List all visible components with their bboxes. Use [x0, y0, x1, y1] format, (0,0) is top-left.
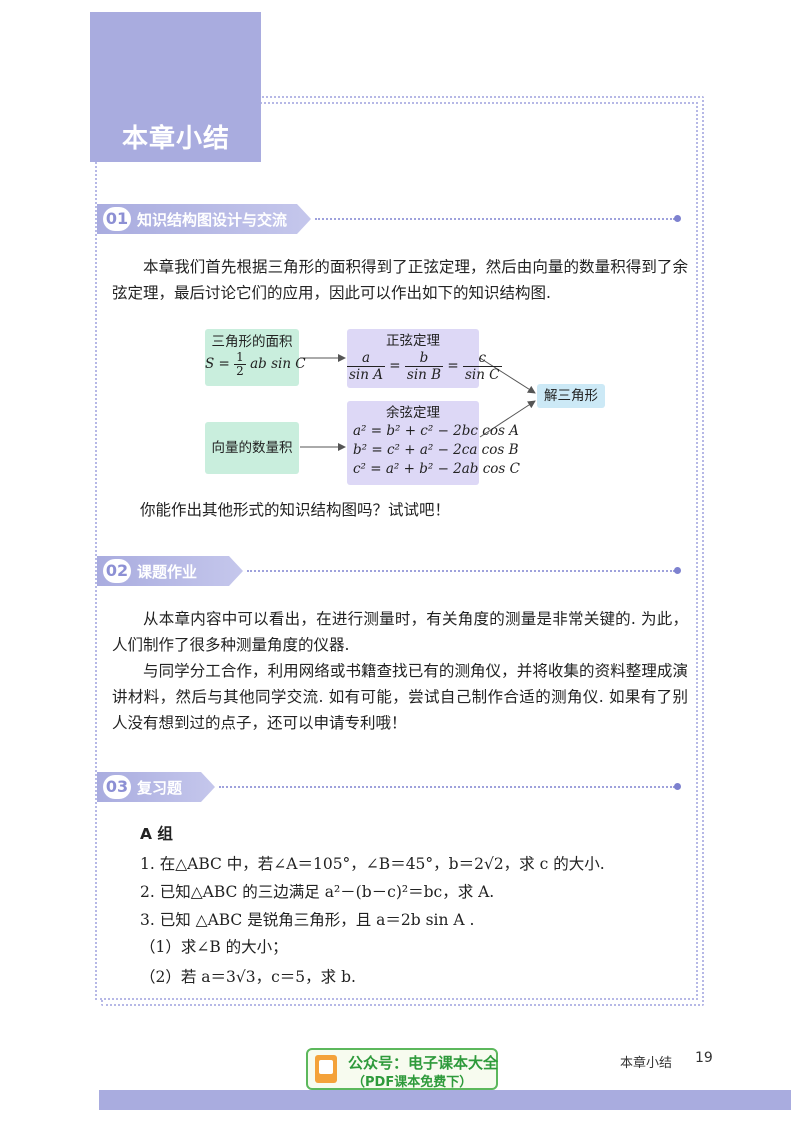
area-half-den: 2 [236, 364, 244, 378]
sine-frac-c: c sin C [462, 350, 502, 383]
vector-box: 向量的数量积 [205, 422, 299, 474]
section-03-number: 03 [103, 775, 131, 799]
review-item-1: 1. 在△ABC 中，若∠A＝105°，∠B＝45°，b＝2√2，求 c 的大小… [140, 855, 605, 873]
result-box: 解三角形 [537, 384, 605, 408]
sine-frac-a-den: sin A [349, 367, 383, 383]
section-01-end-dot [674, 215, 681, 222]
section-03-header: 03 复习题 [97, 772, 687, 802]
book-icon [315, 1055, 337, 1083]
section-03-title: 复习题 [137, 779, 183, 797]
section-03-dotted-line [219, 786, 675, 788]
area-formula-lhs: S = [205, 356, 230, 372]
review-item-2: 2. 已知△ABC 的三边满足 a²－(b－c)²＝bc，求 A. [140, 883, 495, 901]
section-01-title: 知识结构图设计与交流 [137, 211, 288, 229]
area-formula: S = 1 2 ab sin C [205, 351, 306, 378]
chapter-title: 本章小结 [122, 124, 231, 154]
cosine-formula-c: c² = a² + b² − 2ab cos C [353, 461, 520, 477]
section-02-header: 02 课题作业 [97, 556, 687, 586]
sine-frac-b-den: sin B [406, 367, 442, 383]
review-item-3: 3. 已知 △ABC 是锐角三角形，且 a＝2b sin A . [140, 911, 475, 929]
sine-eq-2: = [447, 358, 459, 374]
sine-frac-c-den: sin C [464, 367, 500, 383]
diagram-question: 你能作出其他形式的知识结构图吗？试试吧！ [140, 501, 451, 519]
review-item-3-part-2: （2）若 a＝3√3，c＝5，求 b. [140, 968, 356, 986]
cosine-law-title: 余弦定理 [386, 405, 440, 421]
vector-label: 向量的数量积 [211, 440, 293, 456]
sine-frac-a: a sin A [347, 350, 385, 383]
watermark-line-2: （PDF课本免费下） [352, 1075, 473, 1090]
section-02-title: 课题作业 [137, 563, 198, 581]
sine-frac-a-num: a [347, 350, 385, 367]
project-paragraph-2: 与同学分工合作，利用网络或书籍查找已有的测角仪，并将收集的资料整理成演讲材料，然… [112, 662, 688, 732]
area-formula-half: 1 2 [234, 351, 246, 378]
area-box: 三角形的面积 S = 1 2 ab sin C [205, 329, 306, 386]
intro-paragraph: 本章我们首先根据三角形的面积得到了正弦定理，然后由向量的数量积得到了余弦定理，最… [112, 258, 688, 302]
page-number: 19 [695, 1050, 713, 1066]
review-group-label: A 组 [140, 825, 173, 843]
area-title: 三角形的面积 [211, 334, 293, 350]
sine-eq-1: = [389, 358, 401, 374]
section-03-end-dot [674, 783, 681, 790]
cosine-formula-a: a² = b² + c² − 2bc cos A [353, 423, 519, 439]
area-half-num: 1 [234, 350, 246, 365]
section-01-tab [97, 204, 311, 234]
project-paragraph-1: 从本章内容中可以看出，在进行测量时，有关角度的测量是非常关键的. 为此，人们制作… [112, 610, 688, 654]
sine-law-formula: a sin A = b sin B = c sin C [347, 350, 502, 383]
sine-law-box: 正弦定理 a sin A = b sin B = c sin C [347, 329, 502, 388]
footer-band [99, 1090, 791, 1110]
section-01-dotted-line [315, 218, 675, 220]
sine-law-title: 正弦定理 [386, 333, 440, 349]
cosine-law-box: 余弦定理 a² = b² + c² − 2bc cos A b² = c² + … [347, 401, 520, 485]
section-02-dotted-line [247, 570, 675, 572]
chapter-title-block [90, 12, 261, 162]
page-frame-inner [95, 102, 698, 1000]
watermark-line-1: 公众号：电子课本大全 [348, 1054, 499, 1072]
sine-frac-b: b sin B [404, 350, 444, 383]
watermark-badge: 公众号：电子课本大全 （PDF课本免费下） [306, 1048, 498, 1090]
review-item-3-part-1: （1）求∠B 的大小； [140, 938, 288, 956]
section-02-number: 02 [103, 559, 131, 583]
area-formula-rhs: ab sin C [250, 356, 306, 372]
result-label: 解三角形 [544, 388, 598, 404]
cosine-formula-b: b² = c² + a² − 2ca cos B [353, 442, 519, 458]
section-01-header: 01 知识结构图设计与交流 [97, 204, 687, 234]
section-01-number: 01 [103, 207, 131, 231]
section-02-end-dot [674, 567, 681, 574]
sine-frac-c-num: c [462, 350, 502, 367]
footer-chapter-label: 本章小结 [620, 1056, 673, 1071]
sine-frac-b-num: b [404, 350, 444, 367]
